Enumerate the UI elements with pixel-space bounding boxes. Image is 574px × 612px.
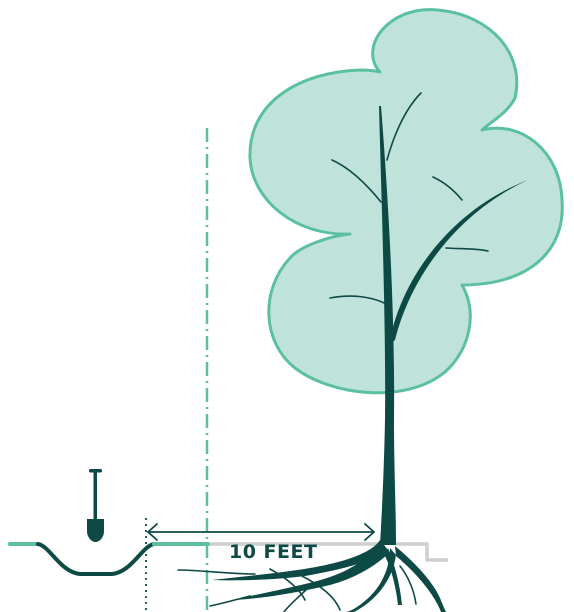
distance-label: 10 FEET [229,541,317,563]
shovel-icon [87,469,104,542]
distance-arrow [148,524,374,540]
tree-canopy [250,10,562,393]
